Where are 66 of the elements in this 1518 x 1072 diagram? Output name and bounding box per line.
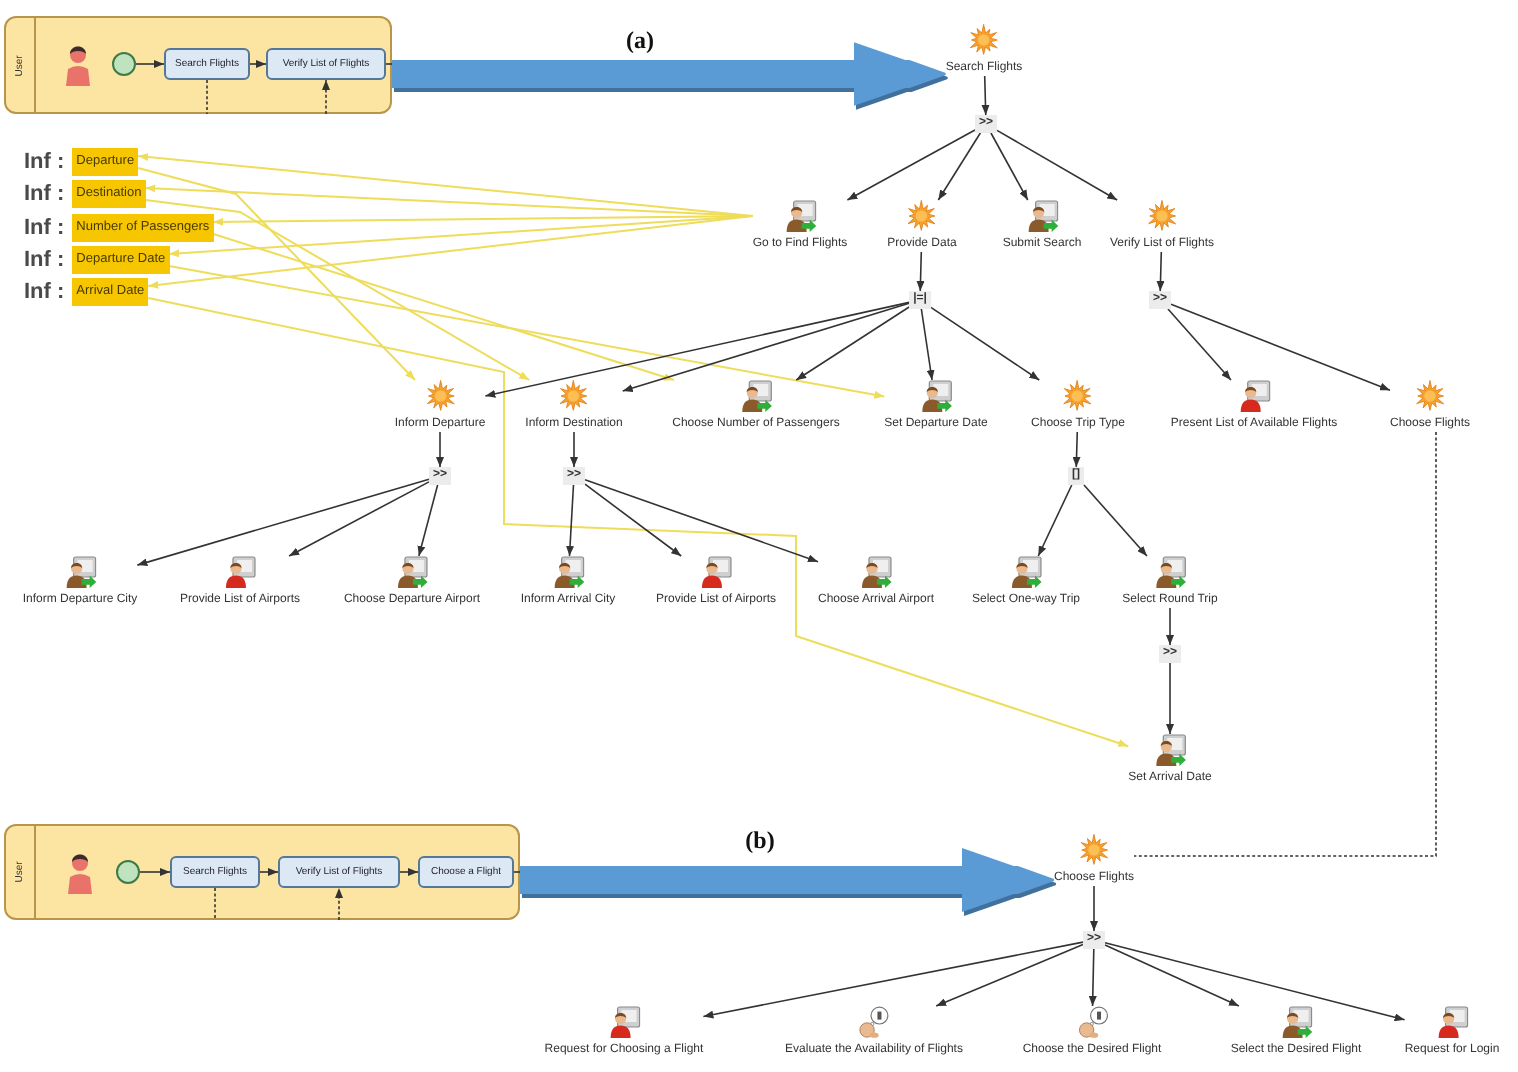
arrow — [846, 129, 976, 201]
arrow — [1104, 942, 1406, 1022]
panel-label: (b) — [745, 826, 775, 854]
arrow — [144, 199, 531, 381]
arrow — [1083, 484, 1148, 557]
info-prefix: Inf : — [24, 280, 65, 304]
swimlane — [4, 16, 392, 114]
info-prefix: Inf : — [24, 248, 65, 272]
info-prefix: Inf : — [24, 182, 65, 206]
start-event-circle — [112, 52, 136, 76]
arrow — [1037, 484, 1073, 557]
arrow — [1088, 948, 1097, 1007]
connector-line — [385, 63, 393, 65]
arrow — [1166, 607, 1174, 646]
arrow — [584, 483, 682, 557]
arrow — [702, 941, 1084, 1019]
arrow — [621, 302, 910, 392]
block-arrow — [520, 848, 1054, 912]
arrow — [288, 481, 430, 557]
arrow — [1072, 431, 1081, 468]
dotted-arrow — [322, 79, 330, 115]
arrow — [566, 484, 575, 557]
arrow — [147, 297, 1130, 748]
arrow — [1166, 662, 1174, 735]
arrow — [1104, 944, 1240, 1007]
arrow — [930, 306, 1041, 381]
arrow — [484, 301, 910, 398]
arrow — [916, 251, 925, 292]
arrow — [139, 868, 171, 876]
arrow — [920, 308, 935, 381]
arrow — [570, 431, 578, 468]
dotted-line — [214, 887, 216, 921]
dotted-line — [1133, 431, 1437, 857]
arrow — [1156, 251, 1165, 292]
arrow — [168, 215, 754, 258]
arrow — [795, 306, 910, 381]
panel-label: (a) — [626, 26, 654, 54]
dotted-arrow — [335, 887, 343, 921]
info-prefix: Inf : — [24, 216, 65, 240]
arrow — [981, 75, 990, 116]
arrow — [990, 132, 1029, 201]
arrow — [135, 60, 165, 68]
arrow — [584, 479, 819, 563]
dotted-line — [206, 79, 208, 115]
arrow — [137, 167, 416, 381]
arrow — [417, 484, 439, 557]
start-event-circle — [116, 860, 140, 884]
arrow — [399, 868, 419, 876]
arrow — [168, 265, 886, 399]
arrow — [1170, 303, 1391, 392]
arrow — [136, 478, 430, 567]
arrow — [212, 233, 675, 381]
arrow — [259, 868, 279, 876]
arrow — [137, 153, 754, 217]
info-prefix: Inf : — [24, 150, 65, 174]
block-arrow — [392, 42, 946, 106]
arrow — [1167, 308, 1232, 381]
arrow — [436, 431, 444, 468]
arrow — [249, 60, 267, 68]
connector-line — [513, 871, 521, 873]
arrow — [1090, 885, 1098, 932]
arrow — [996, 129, 1118, 201]
arrow — [935, 943, 1084, 1007]
arrow — [147, 215, 754, 289]
arrow — [937, 132, 982, 201]
swimlane — [4, 824, 520, 920]
